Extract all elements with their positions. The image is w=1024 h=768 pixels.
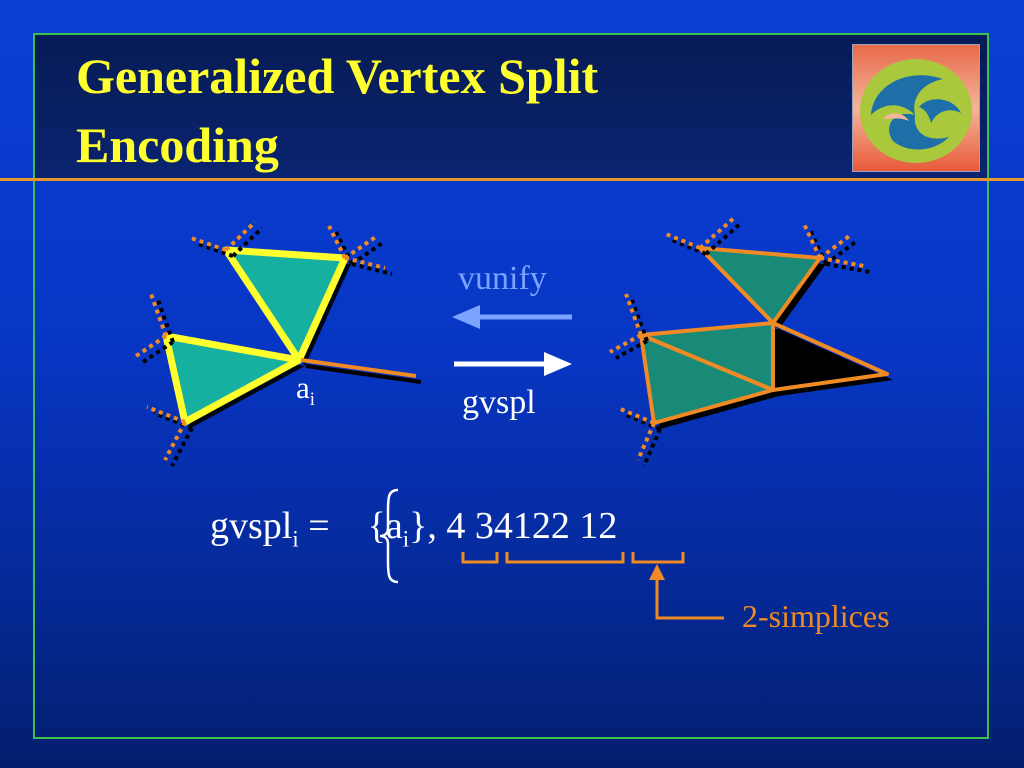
left-edge-shadow bbox=[305, 364, 422, 384]
underbrace-34122 bbox=[505, 552, 625, 564]
slide-frame bbox=[33, 33, 989, 739]
right-dotted-stub-shadows bbox=[615, 222, 871, 467]
vunify-arrow bbox=[452, 305, 572, 329]
right-upper-triangle bbox=[698, 246, 822, 325]
gvspl-formula: gvspli = {ai}, 4 34122 12 bbox=[210, 505, 618, 552]
left-mesh bbox=[134, 220, 422, 467]
gvspl-arrow bbox=[454, 352, 572, 376]
right-dotted-stubs bbox=[609, 216, 865, 461]
left-lower-triangle bbox=[162, 332, 303, 426]
underbrace-4 bbox=[461, 552, 499, 564]
left-dotted-stubs bbox=[134, 220, 386, 461]
left-upper-triangle bbox=[222, 246, 349, 364]
left-outer-edge bbox=[300, 358, 417, 378]
formula-left-brace bbox=[379, 488, 399, 584]
right-mesh bbox=[609, 216, 893, 467]
vertex-label-ai: ai bbox=[296, 370, 315, 411]
slide-title-line-1: Generalized Vertex Split bbox=[76, 48, 599, 104]
annotation-2-simplices: 2-simplices bbox=[742, 598, 890, 634]
slide-title-line-2: Encoding bbox=[76, 117, 279, 173]
left-dotted-stub-shadows bbox=[141, 226, 393, 467]
title-divider bbox=[0, 178, 1024, 181]
university-logo-icon bbox=[852, 44, 980, 172]
right-lower-triangle bbox=[639, 333, 775, 425]
title-panel bbox=[35, 35, 987, 179]
gvspl-label: gvspl bbox=[462, 384, 536, 421]
formula-underbraces bbox=[461, 552, 685, 564]
vunify-label: vunify bbox=[458, 260, 547, 297]
formula-code: 4 34122 12 bbox=[446, 505, 618, 547]
right-outer-edges bbox=[772, 321, 889, 392]
underbrace-12 bbox=[631, 552, 685, 564]
pointer-arrow-2-simplices bbox=[649, 564, 724, 620]
